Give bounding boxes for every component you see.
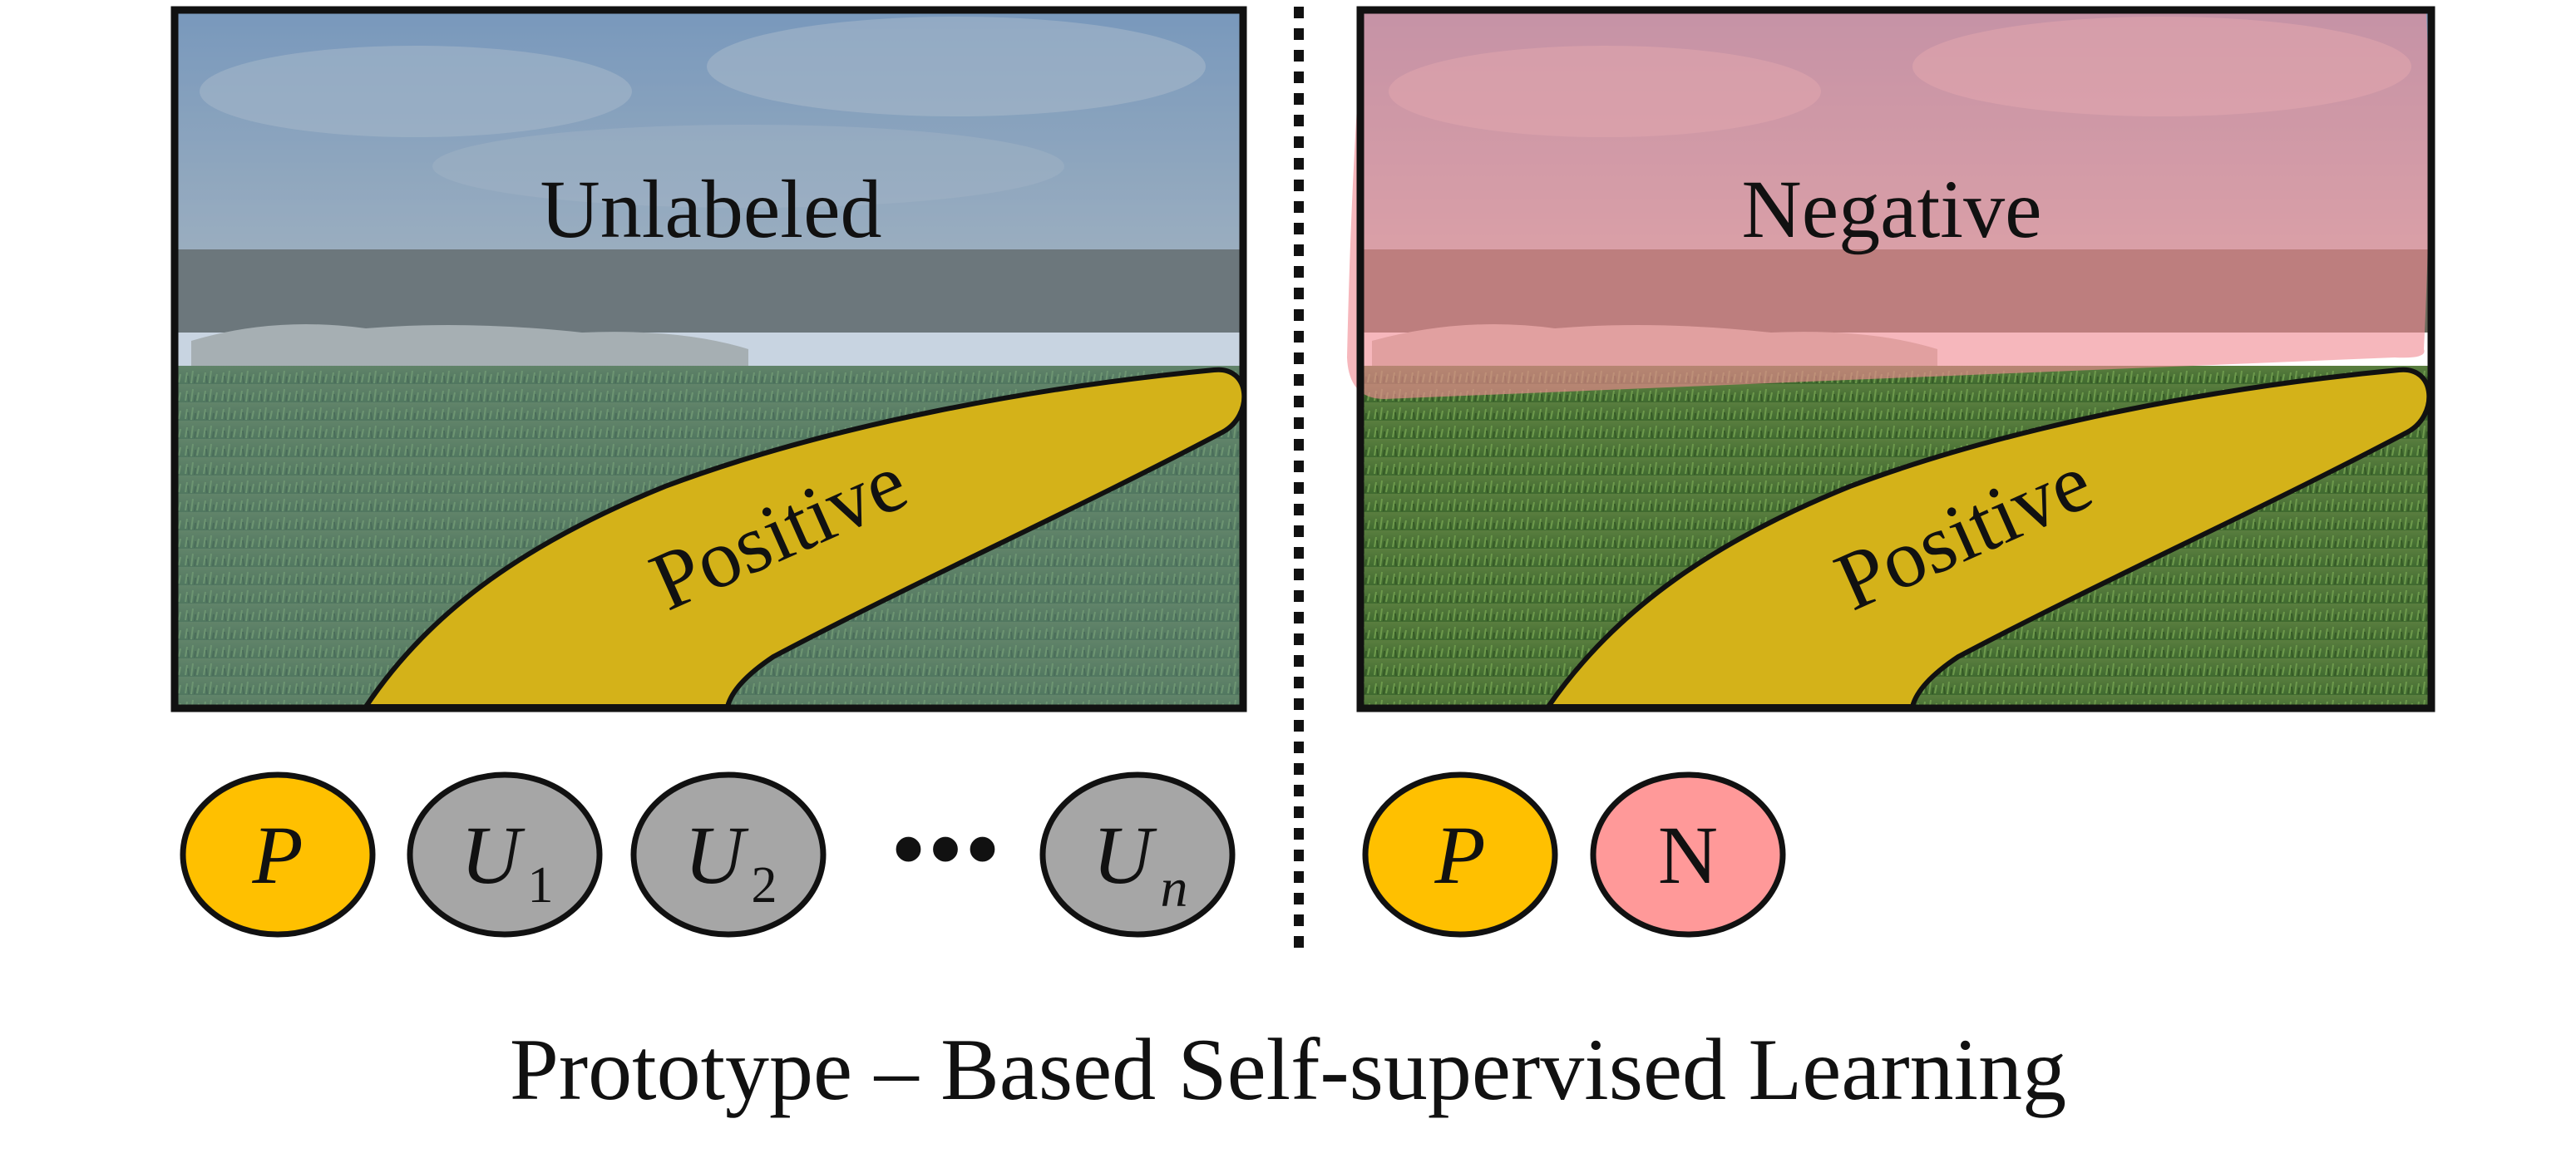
right-positive-node-ellipse xyxy=(1362,771,1558,938)
unlabeled-node-2-letter: U xyxy=(684,809,749,901)
negative-node-letter: N xyxy=(1658,809,1718,901)
right-positive-prototype-node: P xyxy=(1362,771,1558,938)
right-region-label: Negative xyxy=(1742,163,2042,255)
unlabeled-prototype-node-n: U n xyxy=(1039,771,1236,938)
unlabeled-node-1-subscript: 1 xyxy=(528,857,554,914)
ellipsis-dots: ••• xyxy=(892,798,1004,899)
right-prototype-nodes: P N xyxy=(1362,771,1786,938)
left-prototype-nodes: P U 1 U 2 ••• U n xyxy=(180,771,1236,938)
unlabeled-node-2-subscript: 2 xyxy=(752,857,777,914)
negative-region-overlay xyxy=(1347,12,2430,399)
unlabeled-prototype-node-1: U 1 xyxy=(407,771,603,938)
figure-caption: Prototype – Based Self-supervised Learni… xyxy=(510,1021,2066,1118)
positive-prototype-node: P xyxy=(180,771,376,938)
unlabeled-node-1-ellipse xyxy=(407,771,603,938)
unlabeled-node-n-letter: U xyxy=(1093,809,1157,901)
unlabeled-node-2-ellipse xyxy=(630,771,827,938)
left-positive-region xyxy=(361,367,1247,709)
negative-node-ellipse xyxy=(1590,771,1786,938)
positive-node-letter: P xyxy=(251,809,303,901)
unlabeled-prototype-node-2: U 2 xyxy=(630,771,827,938)
left-panel: Unlabeled Positive xyxy=(170,6,1247,712)
left-region-label: Unlabeled xyxy=(540,163,882,255)
unlabeled-node-1-letter: U xyxy=(461,809,526,901)
right-positive-region xyxy=(1543,367,2432,709)
unlabeled-node-n-ellipse xyxy=(1039,771,1236,938)
positive-node-ellipse xyxy=(180,771,376,938)
right-positive-node-letter: P xyxy=(1434,809,1485,901)
unlabeled-node-n-subscript: n xyxy=(1161,858,1188,919)
right-panel: Negative Positive xyxy=(1347,6,2435,712)
negative-prototype-node: N xyxy=(1590,771,1786,938)
